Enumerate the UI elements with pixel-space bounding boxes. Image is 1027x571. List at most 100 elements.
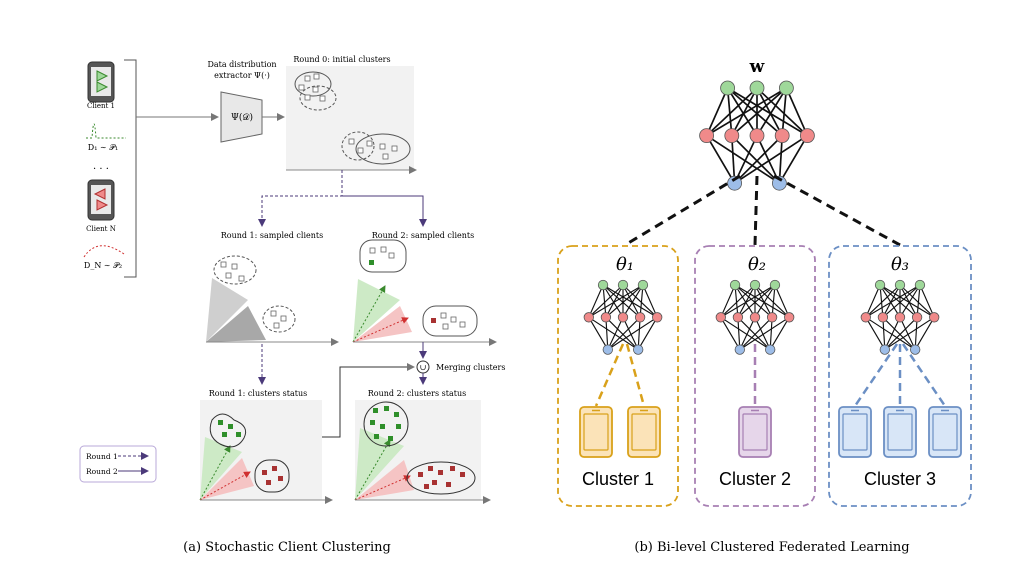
network-edge	[899, 317, 916, 350]
global-to-cluster1-link	[624, 174, 741, 247]
network-edge	[706, 87, 758, 137]
round2-green-direction	[352, 285, 386, 343]
network-edge	[879, 284, 901, 318]
network-edge	[914, 317, 918, 350]
round2-client-squares	[369, 246, 466, 330]
panel-a: Client 1 D₁ ∼ 𝒫₁ · · · Client N D_N ∼ 𝒫₂…	[79, 55, 505, 555]
network-edge	[734, 135, 783, 184]
network-node	[800, 128, 815, 144]
cluster-2-label: Cluster 2	[719, 469, 791, 489]
network-edge	[737, 284, 776, 318]
network-edge	[731, 87, 758, 136]
cluster-2-box	[694, 245, 816, 507]
network-edge	[739, 316, 790, 351]
network-edge	[720, 284, 756, 318]
network-node	[597, 279, 609, 291]
network-edge	[769, 317, 773, 350]
network-node	[774, 128, 790, 144]
round1-status-red-direction	[199, 471, 251, 501]
network-node	[766, 312, 778, 323]
network-edge	[737, 316, 771, 351]
client-1-label: Client 1	[87, 102, 115, 110]
round0-client-squares	[298, 73, 398, 160]
network-edge	[622, 317, 639, 350]
round2-status-red-wedge	[355, 460, 414, 500]
round1-status-green-wedge	[200, 437, 242, 500]
network-edge	[588, 284, 624, 318]
round1-status-to-merge-arrow	[322, 363, 415, 438]
network-edge	[705, 87, 729, 136]
network-node	[732, 312, 744, 323]
round0-cluster-d	[355, 133, 411, 165]
cluster-1-label: Cluster 1	[582, 469, 654, 489]
network-edge	[756, 87, 783, 136]
round1-status-title: Round 1: clusters status	[209, 389, 307, 398]
network-edge	[734, 284, 773, 318]
round1-sample-wedge-1	[206, 278, 248, 342]
network-node	[734, 344, 745, 355]
round1-status-red-wedge	[200, 458, 254, 500]
network-edge	[884, 316, 918, 351]
cluster-1-box	[557, 245, 679, 507]
round2-red-wedge	[353, 306, 412, 342]
network-edge	[756, 87, 808, 137]
network-edge	[734, 284, 756, 318]
network-node	[860, 312, 871, 323]
round0-cluster-c	[341, 131, 375, 161]
round1-status-red-cluster	[254, 459, 290, 493]
network-edge	[605, 284, 644, 318]
network-edge	[622, 284, 644, 318]
network-edge	[727, 87, 808, 137]
network-edge	[637, 317, 658, 350]
round-legend	[79, 445, 157, 483]
round2-green-wedge	[353, 279, 400, 342]
cluster-3-box	[828, 245, 972, 507]
network-edge	[781, 87, 788, 136]
network-edge	[734, 284, 739, 318]
network-node	[652, 312, 663, 323]
panel-b: w θ₁ θ₂ θ₃ Cluster 1 Cluster 2 Cluster 3…	[557, 57, 972, 555]
network-edge	[737, 284, 756, 318]
network-edge	[720, 284, 736, 318]
client-1-distribution-curve	[86, 123, 126, 139]
network-node	[720, 80, 735, 96]
network-edge	[726, 87, 758, 137]
network-edge	[605, 284, 624, 318]
network-edge	[720, 316, 771, 351]
network-node	[765, 344, 776, 355]
extractor-title-line-2: extractor Ψ(·)	[214, 71, 270, 80]
network-node	[724, 128, 740, 144]
network-node	[914, 279, 926, 291]
network-edge	[865, 316, 916, 351]
cluster3-device1-link	[853, 343, 899, 407]
client-1-distribution-label: D₁ ∼ 𝒫₁	[88, 143, 118, 152]
legend-round2-label: Round 2	[86, 467, 118, 476]
network-node	[929, 312, 940, 323]
network-node	[879, 344, 890, 355]
network-edge	[916, 284, 921, 318]
client-1-phone-icon	[87, 61, 115, 103]
theta-2-label: θ₂	[748, 254, 766, 275]
round2-status-red-cluster	[406, 461, 476, 495]
network-edge	[588, 284, 604, 318]
network-edge	[879, 284, 918, 318]
client-n-label: Client N	[86, 225, 116, 233]
network-edge	[588, 316, 639, 351]
phone-icon	[738, 406, 772, 458]
network-edge	[607, 317, 624, 350]
network-edge	[705, 135, 736, 184]
network-node	[911, 312, 923, 323]
network-node	[715, 312, 726, 323]
global-to-cluster3-link	[773, 174, 901, 247]
network-edge	[730, 135, 736, 184]
network-node	[617, 312, 629, 323]
cluster-3-label: Cluster 3	[864, 469, 936, 489]
network-node	[699, 128, 714, 144]
network-node	[894, 279, 906, 291]
extractor-box	[220, 91, 263, 143]
round0-title: Round 0: initial clusters	[293, 55, 390, 64]
network-edge	[754, 284, 776, 318]
network-edge	[639, 284, 644, 318]
